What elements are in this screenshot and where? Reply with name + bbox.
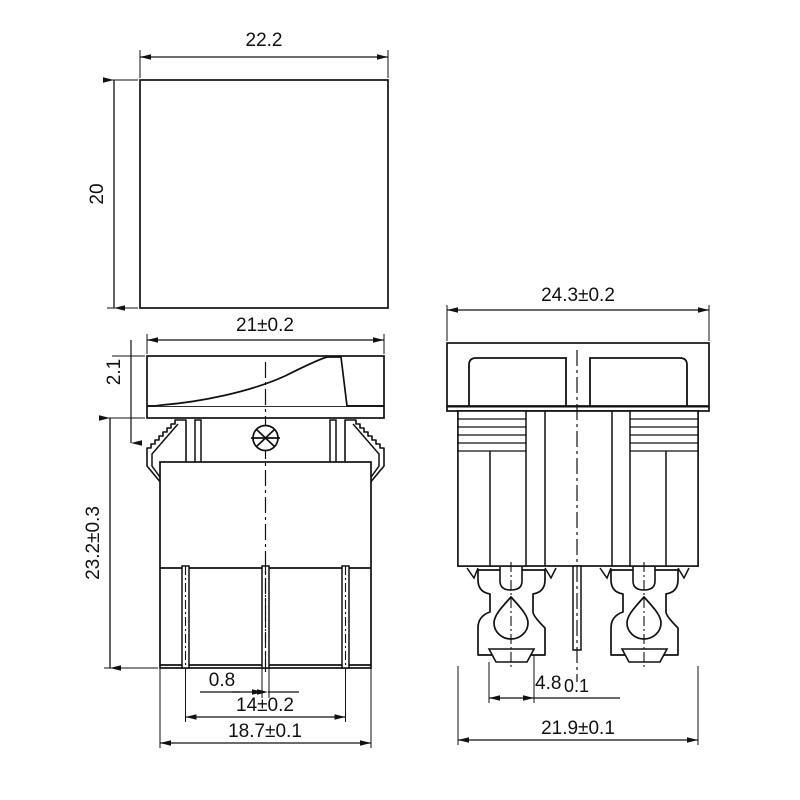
top-height-label: 20: [87, 183, 108, 204]
side-rocker-cap-right: [589, 357, 688, 407]
front-blade-thickness-label: 0.8: [209, 670, 235, 691]
side-terminal-width-label-b: 0.1: [564, 676, 589, 696]
front-right-rib: [329, 419, 337, 469]
side-rocker-cap-left: [468, 357, 567, 407]
front-left-rib: [194, 419, 202, 469]
side-terminal-right-barb-a: [599, 567, 612, 580]
front-bezel-width-label: 21±0.2: [236, 315, 294, 336]
side-view: 24.3±0.2 4.8 0.1 21.9±0.1: [446, 285, 710, 745]
top-view-body-outline: [139, 79, 389, 309]
side-right-ribbed-panel: [629, 410, 699, 567]
side-top-width-label: 24.3±0.2: [541, 285, 615, 306]
side-left-ribbed-panel: [457, 410, 527, 567]
side-body-width-label: 21.9±0.1: [541, 718, 615, 739]
front-pivot-cross-d2: [255, 428, 276, 448]
front-bezel-thickness-label: 2.1: [104, 359, 125, 385]
side-right-rib-lines: [630, 418, 698, 452]
front-rocker-actuator-profile: [147, 356, 384, 407]
side-left-rib-lines: [458, 418, 526, 452]
front-body-width-label: 18.7±0.1: [228, 721, 302, 742]
side-terminal-width-label-a: 4.8: [535, 673, 561, 694]
top-view: 22.2 20: [87, 30, 389, 311]
side-terminal-left-barb-a: [466, 567, 479, 580]
side-terminal-right-barb-b: [677, 567, 690, 580]
front-terminal-pitch-label: 14±0.2: [236, 695, 294, 716]
top-width-label: 22.2: [246, 30, 283, 51]
front-view: 21±0.2 2.1 23.2±0.3 0.8 14±0.2 18.7±0.1: [83, 315, 385, 748]
side-terminal-left-barb-b: [544, 567, 557, 580]
front-body-height-label: 23.2±0.3: [83, 506, 104, 580]
